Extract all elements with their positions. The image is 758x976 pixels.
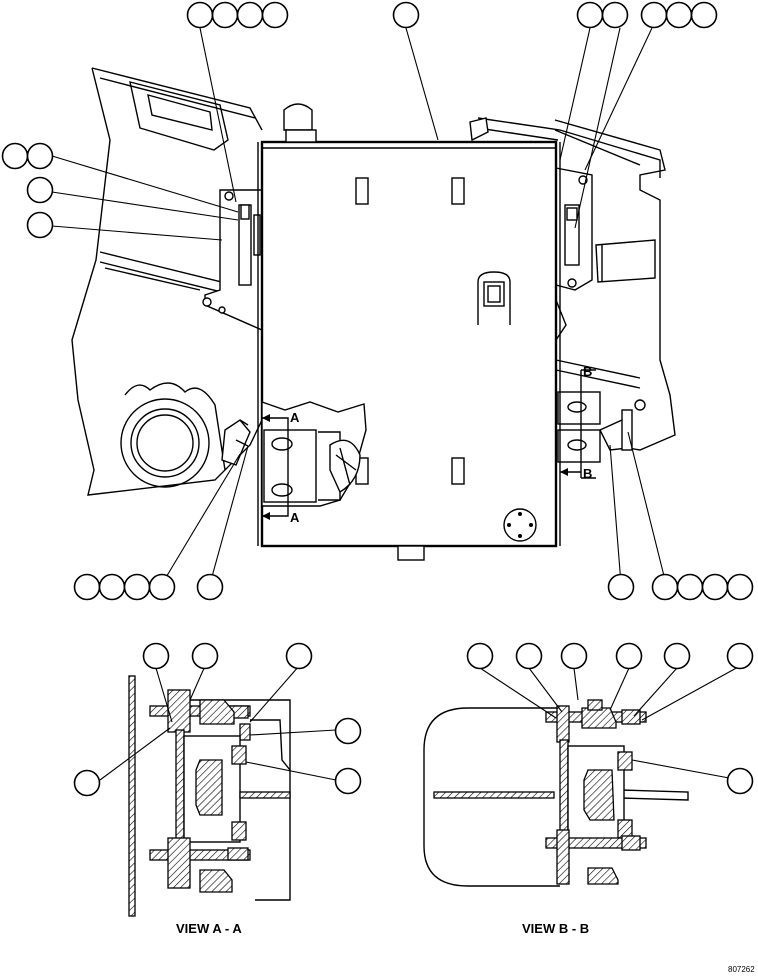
callout-bubble <box>466 642 494 670</box>
frame-window <box>129 81 229 151</box>
right-frame-outline <box>554 119 676 451</box>
callout-bubble <box>607 573 635 601</box>
callout-bubble <box>285 642 313 670</box>
section-label-a-top: A <box>290 410 300 425</box>
view-a-title: VIEW A - A <box>176 921 242 936</box>
callout-bubble <box>334 717 362 745</box>
callout-bubble <box>663 642 691 670</box>
callout-bubble <box>334 767 362 795</box>
callout-bubble <box>123 573 151 601</box>
callout-bubble <box>211 1 239 29</box>
callout-bubble <box>601 1 629 29</box>
callout-bubble <box>142 642 170 670</box>
callout-bubble <box>26 176 54 204</box>
callout-bubble <box>726 573 754 601</box>
main-assembly-view: A A B B <box>71 67 676 561</box>
callout-bubble <box>26 142 54 170</box>
callout-bubble <box>392 1 420 29</box>
section-label-a-bottom: A <box>290 510 300 525</box>
callout-bubble <box>690 1 718 29</box>
callout-bubble <box>701 573 729 601</box>
drawing-number: 807262 <box>728 965 755 974</box>
callout-bubble <box>726 642 754 670</box>
section-label-b-top: B <box>583 364 592 379</box>
axle-tube-outer <box>120 398 210 488</box>
callout-bubble <box>515 642 543 670</box>
callout-bubble <box>676 573 704 601</box>
callout-bubble <box>73 573 101 601</box>
leader-lines-main <box>51 27 667 585</box>
view-a-a-section: VIEW A - A <box>73 642 362 936</box>
callout-bubble <box>560 642 588 670</box>
callout-bubble <box>615 642 643 670</box>
callout-bubble <box>236 1 264 29</box>
section-label-b-bottom: B <box>583 466 592 481</box>
callout-bubble <box>191 642 219 670</box>
callout-bubble <box>261 1 289 29</box>
callout-bubble <box>196 573 224 601</box>
callout-bubble <box>1 142 29 170</box>
view-b-b-section: VIEW B - B <box>423 642 754 936</box>
callout-bubble <box>73 769 101 797</box>
callout-bubble <box>651 573 679 601</box>
section-cut-a: A A <box>262 410 300 525</box>
section-cut-b: B B <box>560 364 596 481</box>
callout-bubble <box>576 1 604 29</box>
callout-bubble <box>186 1 214 29</box>
callout-bubble <box>98 573 126 601</box>
filler-cap <box>283 103 313 131</box>
drain-plate <box>503 508 537 542</box>
callout-bubble <box>640 1 668 29</box>
callout-bubble <box>665 1 693 29</box>
callout-bubble <box>148 573 176 601</box>
callout-bubble <box>26 211 54 239</box>
callout-bubble <box>726 767 754 795</box>
callouts-main <box>1 1 754 601</box>
view-b-title: VIEW B - B <box>522 921 589 936</box>
